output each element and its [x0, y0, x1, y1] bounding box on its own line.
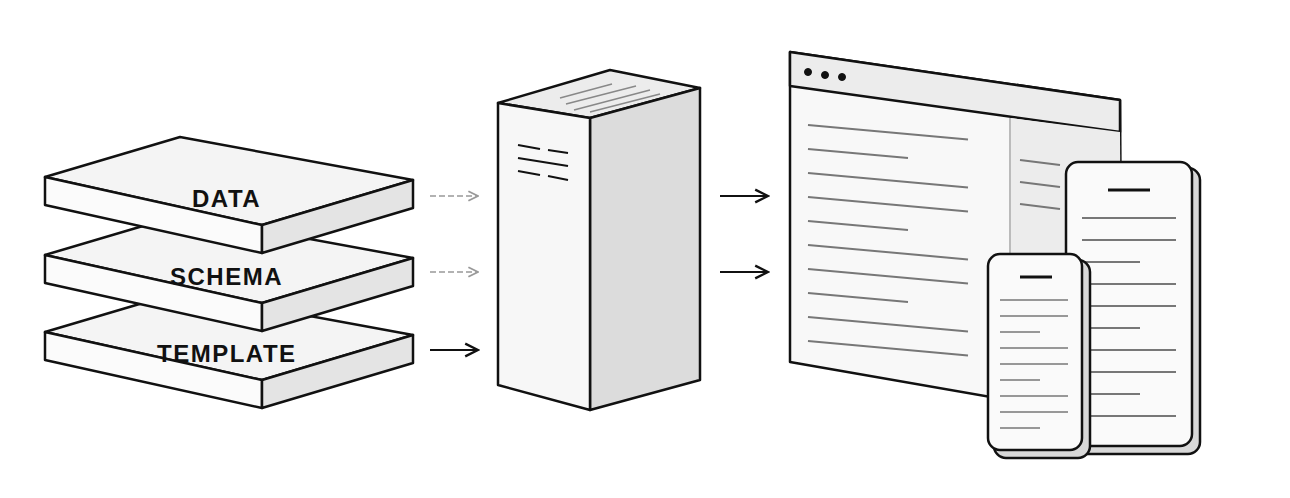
layer-label: TEMPLATE — [157, 340, 297, 368]
text-line — [1020, 182, 1060, 187]
text-line — [1000, 411, 1068, 413]
text-line — [808, 341, 968, 355]
text-line — [1000, 331, 1040, 333]
text-line — [1020, 160, 1060, 165]
text-line — [808, 245, 968, 259]
text-line — [1000, 299, 1068, 301]
text-line — [808, 317, 968, 331]
input-arrows — [430, 196, 478, 350]
text-line — [1082, 217, 1176, 219]
text-line — [1082, 349, 1176, 351]
layer-label: DATA — [192, 185, 261, 213]
text-line — [1000, 427, 1040, 429]
layer-label: SCHEMA — [170, 263, 283, 291]
text-line — [808, 269, 968, 283]
text-line — [1000, 347, 1068, 349]
text-line — [1082, 261, 1140, 263]
text-line — [1000, 395, 1068, 397]
layer-slab: DATA — [40, 135, 420, 259]
text-line — [808, 197, 968, 211]
output-arrows — [720, 196, 768, 272]
text-line — [808, 173, 968, 187]
text-line — [1000, 363, 1068, 365]
text-line — [1082, 283, 1176, 285]
text-line — [808, 125, 968, 139]
phone — [988, 254, 1090, 458]
text-line — [808, 149, 908, 158]
text-line — [1082, 305, 1176, 307]
text-line — [1020, 204, 1060, 209]
text-line — [1082, 239, 1176, 241]
text-line — [1082, 371, 1176, 373]
text-line — [1082, 415, 1176, 417]
server — [498, 70, 700, 410]
text-line — [808, 293, 908, 302]
text-line — [1000, 315, 1068, 317]
text-line — [1000, 379, 1040, 381]
text-line — [808, 221, 908, 230]
